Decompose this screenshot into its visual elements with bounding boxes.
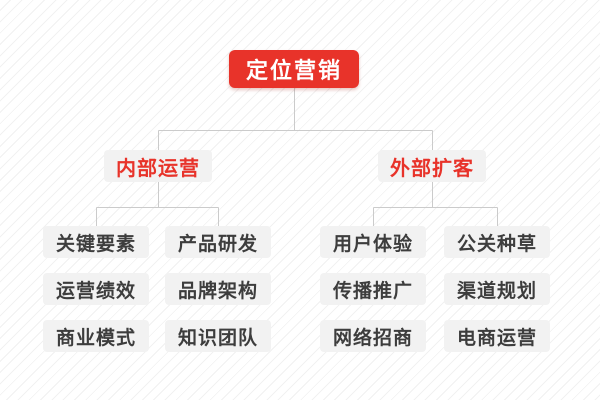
- leaf-node-knowledge-team: 知识团队: [165, 320, 271, 352]
- internal-branch-bracket: [96, 182, 219, 226]
- leaf-node-channel-planning: 渠道规划: [444, 273, 550, 305]
- leaf-node-operation-performance: 运营绩效: [43, 273, 149, 305]
- leaf-node-business-model: 商业模式: [43, 320, 149, 352]
- leaf-node-promotion-spread: 传播推广: [320, 273, 426, 305]
- leaf-node-brand-architecture: 品牌架构: [165, 273, 271, 305]
- branch-node-internal-operations: 内部运营: [104, 150, 212, 182]
- leaf-node-online-investment: 网络招商: [320, 320, 426, 352]
- leaf-node-product-rd: 产品研发: [165, 226, 271, 258]
- leaf-node-ecommerce-operation: 电商运营: [444, 320, 550, 352]
- branch-node-external-expansion: 外部扩客: [378, 150, 486, 182]
- root-node-positioning-marketing: 定位营销: [229, 50, 359, 88]
- leaf-node-user-experience: 用户体验: [320, 226, 426, 258]
- leaf-node-key-elements: 关键要素: [43, 226, 149, 258]
- external-branch-bracket: [373, 182, 498, 226]
- root-to-branches-connector: [158, 88, 433, 150]
- leaf-node-pr-seeding: 公关种草: [444, 226, 550, 258]
